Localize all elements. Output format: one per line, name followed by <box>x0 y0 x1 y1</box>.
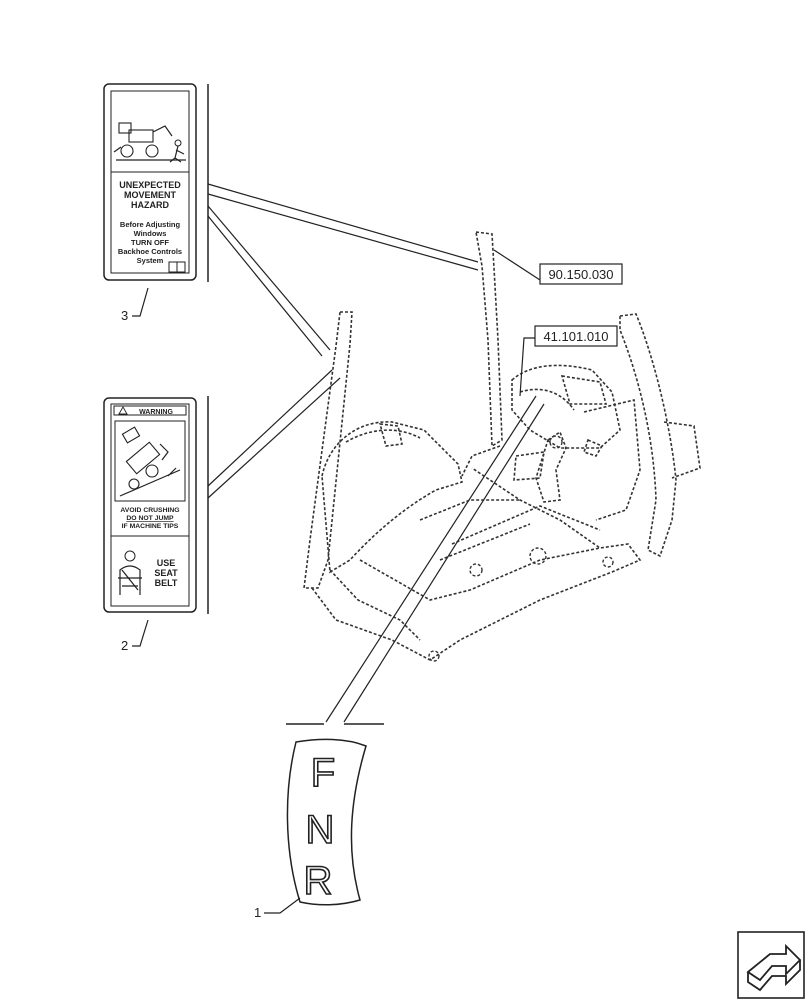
decal-3-text-4: Before Adjusting <box>120 220 181 229</box>
fnr-letter-n: N <box>306 808 335 852</box>
decal-3-text-7: Backhoe Controls <box>118 247 182 256</box>
decal-2-header: WARNING <box>139 409 173 416</box>
decal-2-text-2: DO NOT JUMP <box>126 515 174 522</box>
decal-2-text-3: IF MACHINE TIPS <box>122 523 179 530</box>
reference-label-b: 41.101.010 <box>543 329 608 344</box>
decal-3-text-6: TURN OFF <box>131 238 169 247</box>
reference-90-150-030[interactable]: 90.150.030 <box>539 263 623 285</box>
decal-3-title-1: UNEXPECTED <box>119 180 181 190</box>
decal-2-seat-3: BELT <box>155 578 178 588</box>
reference-label-a: 90.150.030 <box>548 267 613 282</box>
decal-2-seat-1: USE <box>157 558 176 568</box>
decal-3-text-8: System <box>137 256 164 265</box>
decal-3-title-3: HAZARD <box>131 200 169 210</box>
decal-2-seat-2: SEAT <box>154 568 178 578</box>
callout-2: 2 <box>121 638 128 653</box>
decal-3: UNEXPECTED MOVEMENT HAZARD Before Adjust… <box>103 83 197 281</box>
cab-floor-assembly <box>303 231 701 662</box>
reference-41-101-010[interactable]: 41.101.010 <box>534 325 618 347</box>
decal-3-text-5: Windows <box>134 229 167 238</box>
next-page-arrow-icon[interactable] <box>737 931 805 999</box>
callout-3: 3 <box>121 308 128 323</box>
callout-1: 1 <box>254 905 261 920</box>
fnr-letter-f: F <box>311 751 335 795</box>
decal-2: WARNING AVOID CRUSHING DO NOT JUMP IF MA… <box>103 397 197 613</box>
machine-hazard-icon <box>113 122 186 163</box>
manual-book-icon <box>168 261 186 273</box>
decal-2-text-1: AVOID CRUSHING <box>120 507 179 514</box>
decal-3-title-2: MOVEMENT <box>124 190 177 200</box>
fnr-decal: F N R <box>286 738 367 906</box>
fnr-letter-r: R <box>304 859 333 903</box>
seatbelt-icon <box>118 550 142 595</box>
tip-over-icon <box>114 420 186 502</box>
